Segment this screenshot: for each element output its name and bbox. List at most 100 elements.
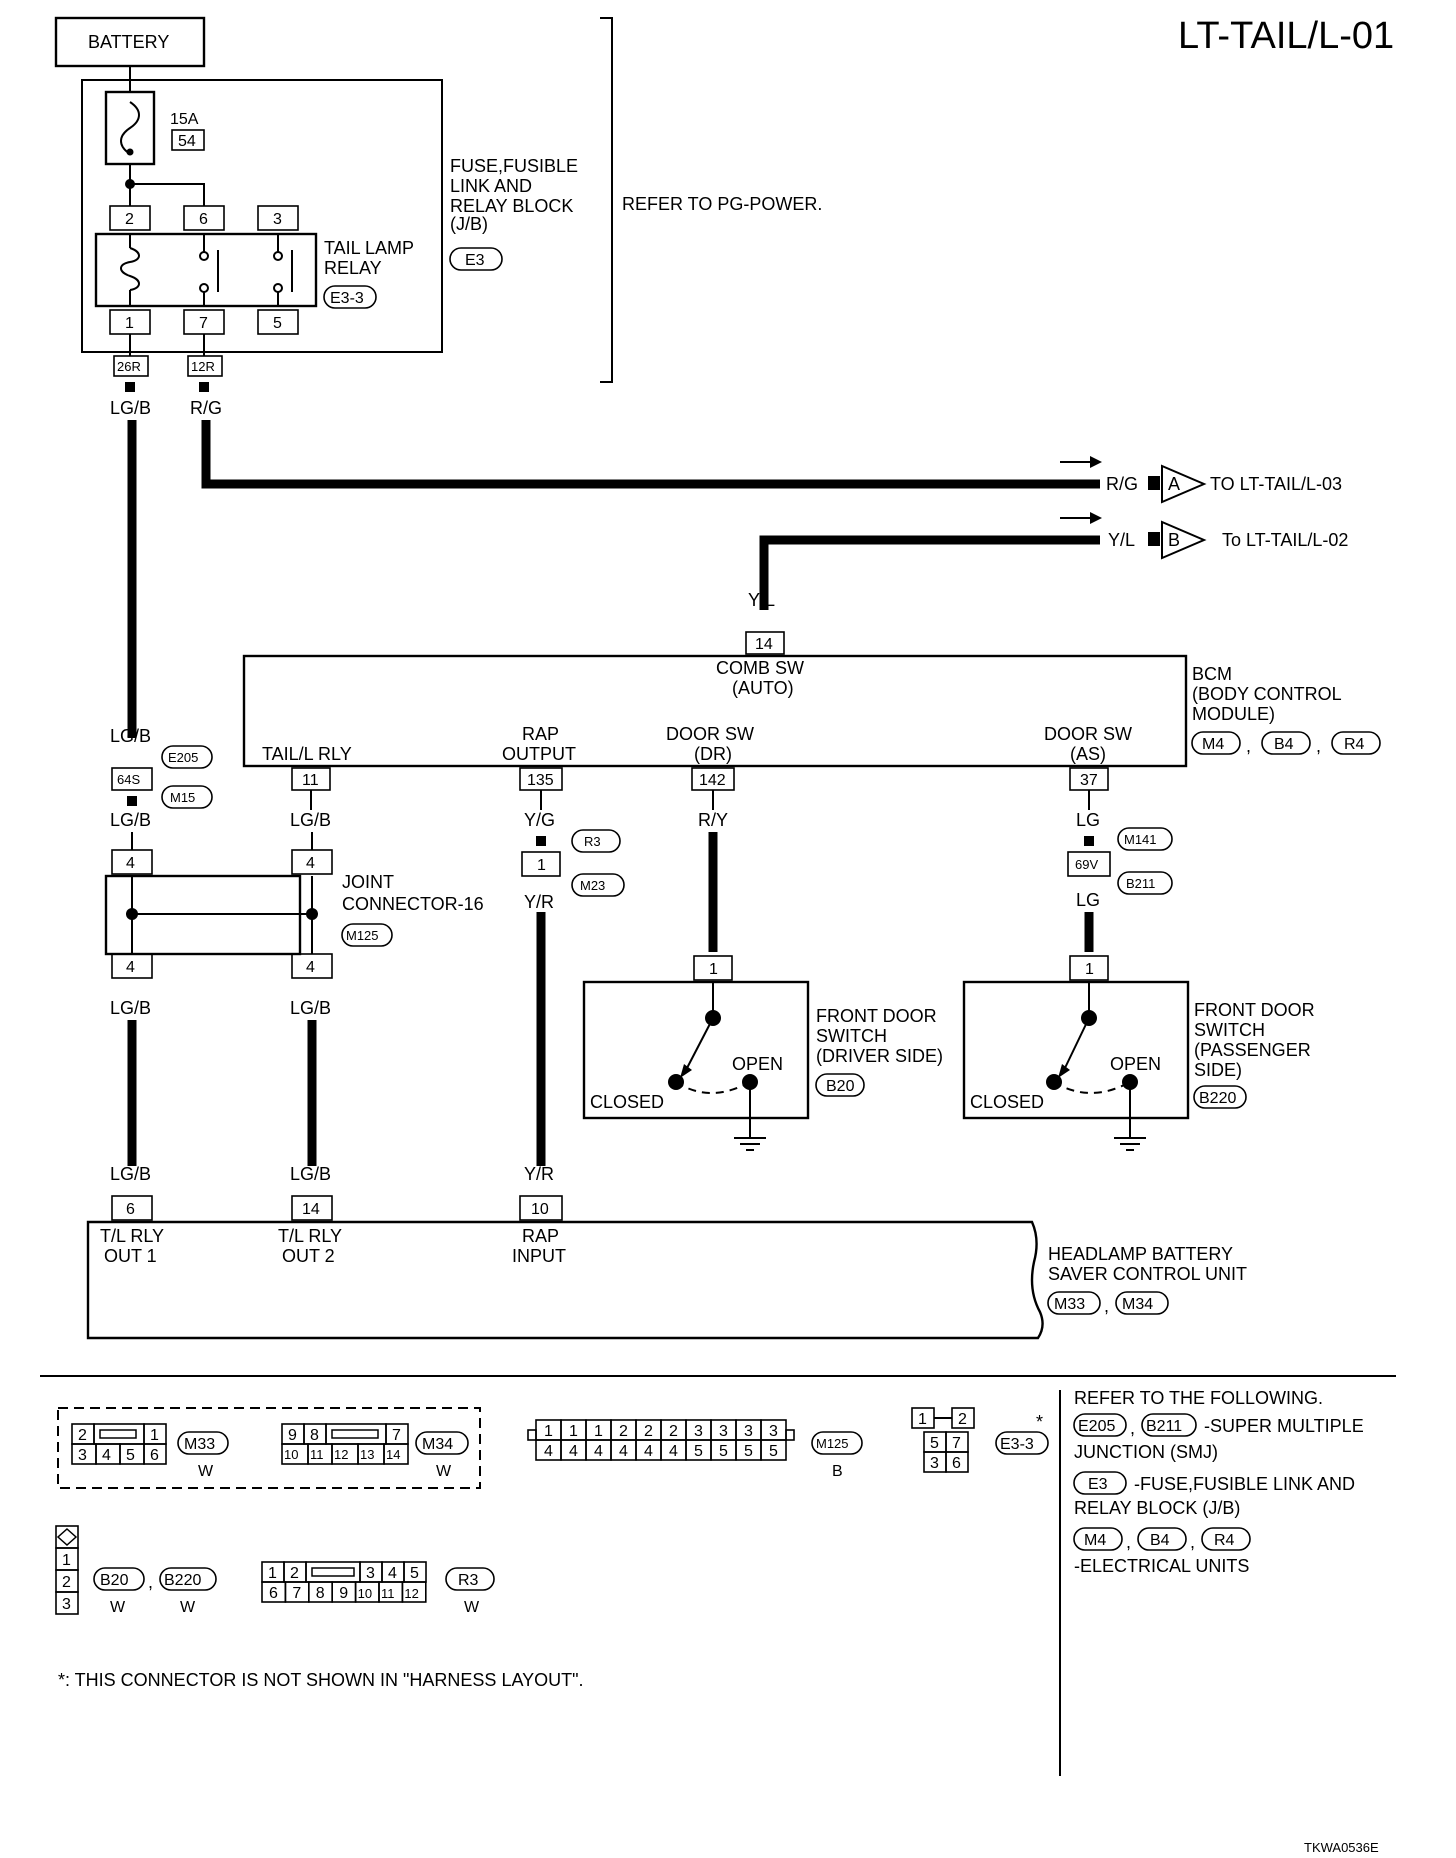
joint-pin: 4 xyxy=(126,855,135,872)
legend-pin: 9 xyxy=(339,1585,348,1602)
relay-out-terminal: 26R xyxy=(117,359,141,374)
joint-pin: 4 xyxy=(306,855,315,872)
hbs-unit-name: HEADLAMP BATTERY xyxy=(1048,1244,1233,1264)
legend-id: M125 xyxy=(816,1436,849,1451)
legend-b20: 1 2 3 B20 , B220 W W xyxy=(55,1525,217,1616)
legend-pin: 4 xyxy=(102,1447,111,1464)
wire-color-label: LG/B xyxy=(110,726,151,746)
bcm-door-as: (AS) xyxy=(1070,744,1106,764)
switch-label: FRONT DOOR xyxy=(1194,1000,1315,1020)
joint-pin: 4 xyxy=(126,959,135,976)
page-title: LT-TAIL/L-01 xyxy=(1178,15,1394,57)
legend-pin: 1 xyxy=(150,1427,159,1444)
bcm-connector: B4 xyxy=(1274,736,1294,753)
bcm-door-dr: (DR) xyxy=(694,744,732,764)
switch-label: (DRIVER SIDE) xyxy=(816,1046,943,1066)
bcm-pin: 135 xyxy=(527,772,554,789)
legend-pin: 7 xyxy=(952,1435,961,1452)
relay-name-line: RELAY xyxy=(324,258,382,278)
refer-text: -ELECTRICAL UNITS xyxy=(1074,1556,1249,1576)
hbs-label: INPUT xyxy=(512,1246,566,1266)
relay-name-line: TAIL LAMP xyxy=(324,238,414,258)
legend-pin: 2 xyxy=(62,1574,71,1591)
legend-pin: 5 xyxy=(719,1443,728,1460)
legend-pin: 5 xyxy=(410,1565,419,1582)
legend-pin: 4 xyxy=(569,1443,578,1460)
hbs-label: T/L RLY xyxy=(278,1226,342,1246)
switch-pin: 1 xyxy=(709,961,718,978)
legend-id: M33 xyxy=(184,1436,215,1453)
legend-pin: 9 xyxy=(288,1427,297,1444)
bcm-pin: 37 xyxy=(1080,772,1098,789)
refer-id: M4 xyxy=(1084,1532,1106,1549)
legend-pin: 4 xyxy=(644,1443,653,1460)
svg-text:,: , xyxy=(1130,1418,1135,1438)
smj-connector: B211 xyxy=(1126,876,1155,891)
refer-id: E3 xyxy=(1088,1476,1108,1493)
refer-text: RELAY BLOCK (J/B) xyxy=(1074,1498,1240,1518)
wire-color-label: LG xyxy=(1076,810,1100,830)
joint-connector: M125 xyxy=(346,928,379,943)
legend-color: W xyxy=(198,1463,214,1480)
legend-id: B20 xyxy=(100,1572,129,1589)
front-door-switch-passenger xyxy=(962,955,1190,1151)
legend-m33-m34 xyxy=(57,1407,481,1489)
legend-pin: 5 xyxy=(694,1443,703,1460)
offpage-letter: A xyxy=(1168,474,1180,494)
refer-text: -FUSE,FUSIBLE LINK AND xyxy=(1134,1474,1355,1494)
legend-pin: 5 xyxy=(126,1447,135,1464)
bcm-tail-rly: TAIL/L RLY xyxy=(262,744,352,764)
legend-pin: 3 xyxy=(78,1447,87,1464)
bcm-door-as: DOOR SW xyxy=(1044,724,1132,744)
wire-color-label: LG/B xyxy=(290,810,331,830)
fuse-block-line: RELAY BLOCK xyxy=(450,196,573,216)
offpage-wire: Y/L xyxy=(1108,530,1135,550)
legend-pin: 6 xyxy=(952,1455,961,1472)
switch-label: (PASSENGER xyxy=(1194,1040,1311,1060)
legend-pin: 4 xyxy=(544,1443,553,1460)
legend-pin: 10 xyxy=(284,1447,298,1462)
tail-lamp-relay: 2 6 3 1 7 5 xyxy=(94,205,318,335)
svg-text:,: , xyxy=(1104,1296,1109,1316)
inline-pin: 1 xyxy=(537,857,546,874)
legend-pin: 7 xyxy=(292,1585,301,1602)
offpage-dest: TO LT-TAIL/L-03 xyxy=(1210,474,1342,494)
switch-closed: CLOSED xyxy=(970,1092,1044,1112)
legend-pin: 8 xyxy=(316,1585,325,1602)
refer-id: B211 xyxy=(1146,1418,1182,1435)
legend-e3-3: 1 2 5 7 3 6 E3-3 * xyxy=(911,1407,1049,1473)
switch-label: SIDE) xyxy=(1194,1060,1242,1080)
hbs-label: RAP xyxy=(522,1226,559,1246)
fuse-block-line: LINK AND xyxy=(450,176,532,196)
bcm-pin: 11 xyxy=(302,772,319,789)
legend-pin: 5 xyxy=(744,1443,753,1460)
legend-pin: 4 xyxy=(669,1443,678,1460)
fuse-block-line: (J/B) xyxy=(450,214,488,234)
legend-pin: 3 xyxy=(719,1423,728,1440)
legend-pin: 4 xyxy=(388,1565,397,1582)
legend-color: W xyxy=(464,1599,480,1616)
legend-pin: 2 xyxy=(619,1423,628,1440)
legend-pin: 8 xyxy=(310,1427,319,1444)
legend-pin: 10 xyxy=(358,1586,372,1601)
svg-text:,: , xyxy=(1190,1532,1195,1552)
bcm-pin: 14 xyxy=(755,636,773,653)
relay-connector: E3-3 xyxy=(330,290,364,307)
legend-id: E3-3 xyxy=(1000,1436,1034,1453)
wire-color-label: Y/R xyxy=(524,1164,554,1184)
legend-pin: 3 xyxy=(62,1596,71,1613)
joint-pin: 4 xyxy=(306,959,315,976)
battery-label: BATTERY xyxy=(88,32,169,52)
legend-pin: 3 xyxy=(694,1423,703,1440)
refer-text: -SUPER MULTIPLE xyxy=(1204,1416,1364,1436)
relay-pin: 6 xyxy=(199,211,208,228)
legend-pin: 1 xyxy=(594,1423,603,1440)
smj-terminal: 64S xyxy=(117,772,140,787)
switch-pin: 1 xyxy=(1085,961,1094,978)
wire-color-label: LG/B xyxy=(110,1164,151,1184)
hbs-pin: 6 xyxy=(126,1201,135,1218)
switch-label: SWITCH xyxy=(1194,1020,1265,1040)
legend-pin: 3 xyxy=(930,1455,939,1472)
svg-text:,: , xyxy=(1246,736,1251,756)
legend-pin: 12 xyxy=(404,1586,418,1601)
